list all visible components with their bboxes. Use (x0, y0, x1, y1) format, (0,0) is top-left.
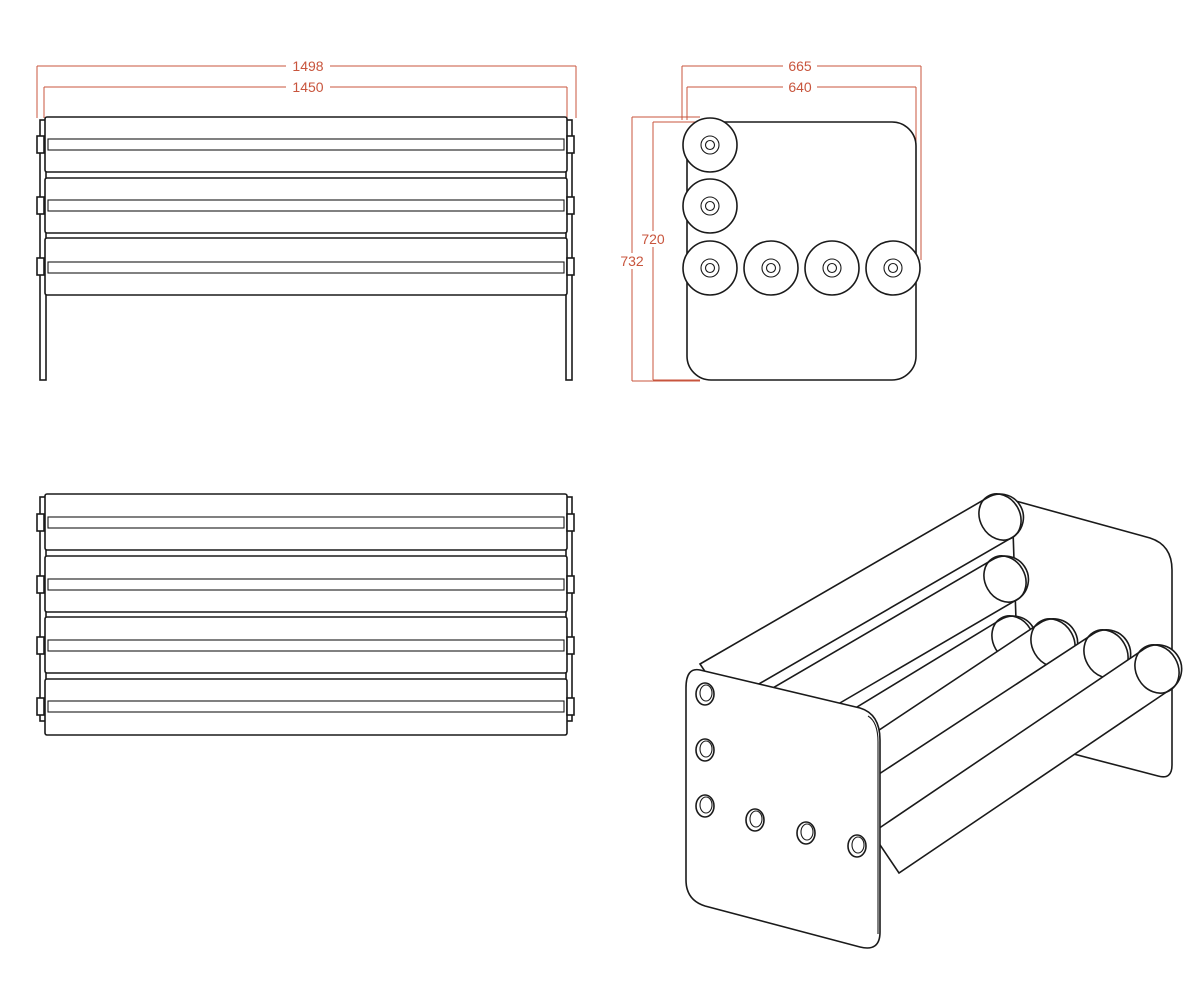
roller-end-1 (682, 117, 738, 173)
dimension-label-640: 640 (788, 79, 812, 95)
dimension-side-inner-height: 720 (638, 121, 700, 381)
iso-roller-end-3 (695, 794, 715, 818)
roller-end-4 (743, 240, 799, 296)
isometric-view (685, 493, 1183, 949)
dimension-side-overall-width: 665 (681, 58, 922, 260)
front-roller-3 (36, 237, 575, 296)
iso-roller-end-4 (745, 808, 765, 832)
roller-end-3 (682, 240, 738, 296)
iso-roller-end-1 (695, 682, 715, 706)
front-view: 1498 1450 (36, 58, 577, 381)
iso-roller-1 (698, 493, 1025, 705)
iso-front-plate-edge (867, 715, 879, 934)
iso-front-plate (685, 668, 881, 949)
dimension-label-1450: 1450 (292, 79, 323, 95)
dimension-label-1498: 1498 (292, 58, 323, 74)
front-roller-1 (36, 116, 575, 173)
roller-end-2 (682, 178, 738, 234)
dimension-side-inner-width: 640 (686, 79, 917, 260)
roller-end-6 (865, 240, 921, 296)
front-roller-2 (36, 177, 575, 234)
top-view (36, 493, 575, 736)
roller-end-5 (804, 240, 860, 296)
top-roller-3 (36, 616, 575, 674)
iso-roller-end-2 (695, 738, 715, 762)
iso-roller-6 (870, 644, 1183, 875)
dimension-front-inner: 1450 (43, 79, 568, 118)
side-plate-outline (686, 121, 917, 381)
top-roller-4 (36, 678, 575, 736)
dimension-label-665: 665 (788, 58, 812, 74)
top-roller-2 (36, 555, 575, 613)
dimension-side-overall-height: 732 (617, 116, 700, 382)
dimension-label-732: 732 (620, 253, 644, 269)
side-view: 665 640 720 732 (617, 58, 922, 382)
iso-roller-end-6 (847, 834, 867, 858)
dimension-front-overall: 1498 (36, 58, 577, 118)
dimension-label-720: 720 (641, 231, 665, 247)
iso-roller-end-5 (796, 821, 816, 845)
top-roller-1 (36, 493, 575, 551)
